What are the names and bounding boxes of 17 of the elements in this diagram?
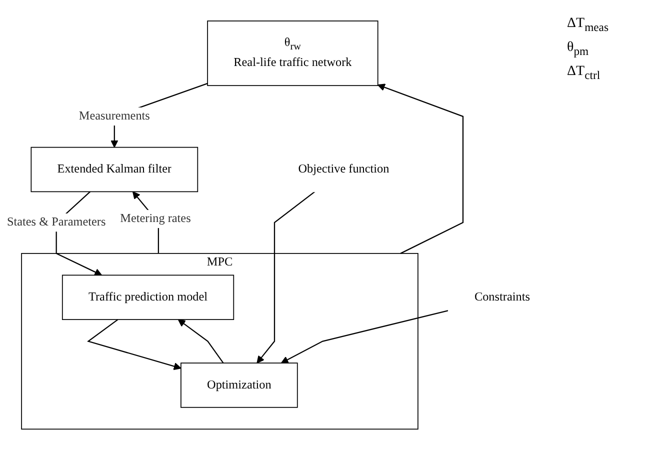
node-text: Constraints [474, 290, 530, 304]
node-box: Extended Kalman filter [30, 146, 198, 192]
arrow [256, 191, 316, 364]
node-box: Optimization [180, 362, 298, 408]
edge-label: Measurements [78, 110, 150, 123]
variable-label: θ$_{pm}$ [567, 40, 590, 58]
node-text: Objective function [298, 162, 390, 176]
node-box: θ$_{rw}$ Real-life traffic network [207, 20, 378, 86]
edge-label: States & Parameters [6, 216, 106, 230]
arrow [378, 84, 464, 254]
arrow [87, 319, 182, 370]
variable-label: ΔT$_{meas}$ [567, 16, 610, 34]
arrow [280, 310, 449, 364]
edge-label: Metering rates [120, 212, 191, 226]
variable-label: ΔT$_{ctrl}$ [567, 64, 602, 82]
node-box: Traffic prediction model [62, 274, 234, 320]
arrow [178, 319, 224, 364]
